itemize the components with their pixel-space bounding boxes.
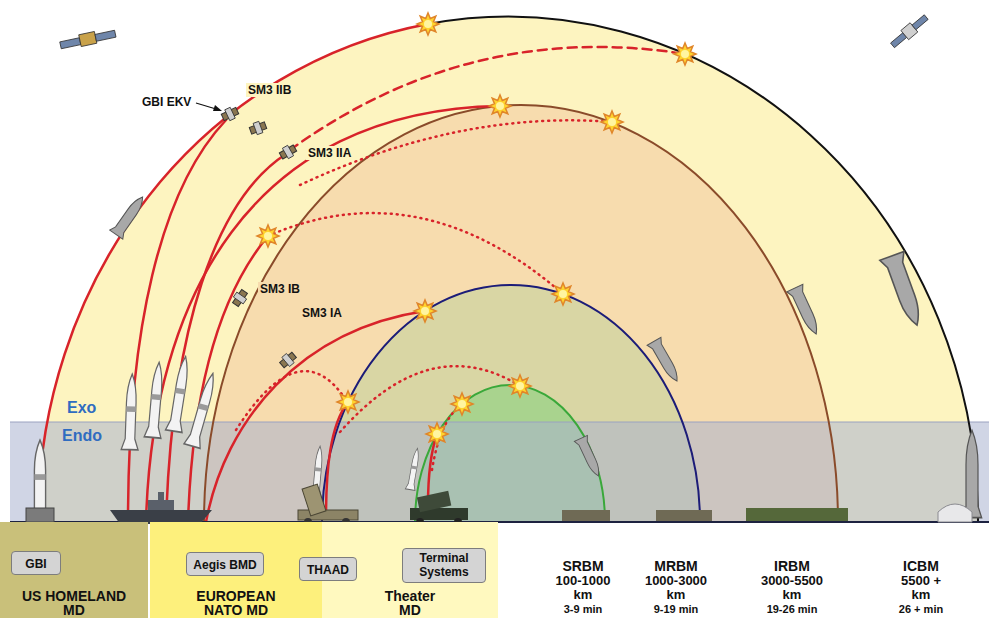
region-panel: EUROPEAN NATO MD Aegis BMD	[150, 522, 322, 618]
thaad-launcher	[302, 484, 326, 516]
icbm-missile	[880, 252, 929, 330]
dotted-flight-path	[300, 120, 612, 185]
region-name: Theater MD	[378, 589, 442, 617]
kill-vehicle	[248, 120, 267, 137]
atmosphere-label: Endo	[62, 427, 102, 445]
missile-range: 5500 + km	[895, 574, 947, 602]
ekv-flight-path	[128, 120, 226, 522]
icbm-missile	[110, 192, 149, 239]
intercept-burst	[257, 225, 279, 247]
intercept-burst	[417, 13, 439, 35]
region-name: US HOMELAND MD	[13, 589, 135, 617]
leader-line	[196, 103, 216, 109]
flight-time: 19-26 min	[767, 603, 818, 615]
irbm-launcher	[746, 508, 848, 521]
system-name: GBI	[25, 557, 46, 571]
sm3-iib-flight-path	[146, 106, 500, 522]
satellite	[60, 30, 116, 48]
region-panel: US HOMELAND MD GBI	[0, 522, 148, 618]
aegis-interceptor	[184, 371, 221, 448]
missile-class: IRBM	[774, 559, 810, 574]
missile-class: SRBM	[562, 559, 603, 574]
srbm-launcher	[562, 510, 610, 521]
intercept-burst	[509, 375, 531, 397]
system-label-box: GBI	[11, 551, 61, 575]
solar-panel	[95, 30, 116, 41]
aegis-interceptor	[121, 374, 140, 450]
intercept-burst	[426, 423, 448, 445]
sm3-ia-flight-path	[206, 311, 425, 522]
sm3-ib-flight-path	[188, 236, 268, 522]
flight-time: 9-19 min	[654, 603, 699, 615]
dotted-flight-path	[236, 371, 346, 430]
missile-class: MRBM	[654, 559, 698, 574]
leader-arrowhead	[213, 105, 222, 111]
system-label-box: Terminal Systems	[402, 548, 486, 583]
terminal-interceptor	[405, 447, 422, 490]
mrbm-launcher	[656, 510, 712, 521]
interceptor-label: SM3 IB	[258, 282, 302, 296]
missile-range: 3000-5500 km	[756, 574, 828, 602]
atmosphere-label: Exo	[67, 399, 96, 417]
system-label-box: Aegis BMD	[186, 552, 263, 576]
intercept-burst	[451, 393, 473, 415]
dotted-flight-path	[340, 366, 520, 432]
missile-range: 100-1000 km	[550, 574, 616, 602]
kill-vehicle	[278, 143, 298, 161]
system-name: THAAD	[307, 563, 349, 577]
intercept-burst	[414, 300, 436, 322]
system-name: Terminal Systems	[409, 551, 479, 579]
intercept-burst	[601, 111, 623, 133]
thaad-flight-path	[326, 402, 348, 518]
flight-time: 3-9 min	[564, 603, 603, 615]
terminal-truck	[410, 508, 468, 520]
irbm-trajectory	[204, 105, 838, 522]
missile-range: 1000-3000 km	[640, 574, 712, 602]
kill-vehicle	[230, 288, 249, 308]
srbm-missile	[574, 435, 605, 479]
ship-superstructure	[148, 500, 174, 510]
srbm-trajectory	[415, 385, 605, 522]
solar-panel	[60, 38, 81, 49]
aegis-interceptor	[166, 355, 194, 432]
interceptor-label: GBI EKV	[140, 95, 193, 109]
solar-panel	[912, 15, 928, 30]
flight-time: 26 + min	[899, 603, 943, 615]
dotted-flight-path	[268, 213, 563, 294]
missile-class: ICBM	[903, 559, 939, 574]
interceptor-label: SM3 IIA	[306, 146, 353, 160]
satellite-body	[79, 31, 97, 46]
aegis-interceptor	[144, 361, 167, 438]
mrbm-missile	[647, 337, 684, 385]
icbm-trajectory	[428, 17, 978, 522]
interceptor-label: SM3 IIB	[246, 83, 293, 97]
ship-mast	[158, 492, 164, 500]
dashed-flight-path	[290, 47, 685, 150]
irbm-missile	[787, 284, 824, 337]
interceptor-label: SM3 IA	[300, 306, 344, 320]
intercept-burst	[552, 283, 574, 305]
gbi-silo	[26, 508, 54, 522]
icbm-missile	[962, 430, 981, 517]
sm3-iia-flight-path	[166, 154, 286, 522]
gbi-flight-path	[38, 24, 428, 522]
system-label-box: THAAD	[299, 557, 357, 581]
satellite	[891, 15, 929, 48]
kill-vehicle	[278, 350, 298, 369]
intercept-burst	[489, 95, 511, 117]
intercept-burst	[337, 391, 359, 413]
intercept-burst	[674, 43, 696, 65]
icbm-site	[938, 504, 972, 522]
kill-vehicle	[220, 105, 240, 123]
region-name: EUROPEAN NATO MD	[186, 589, 286, 617]
terminal-launcher	[417, 491, 451, 512]
system-name: Aegis BMD	[193, 558, 256, 572]
